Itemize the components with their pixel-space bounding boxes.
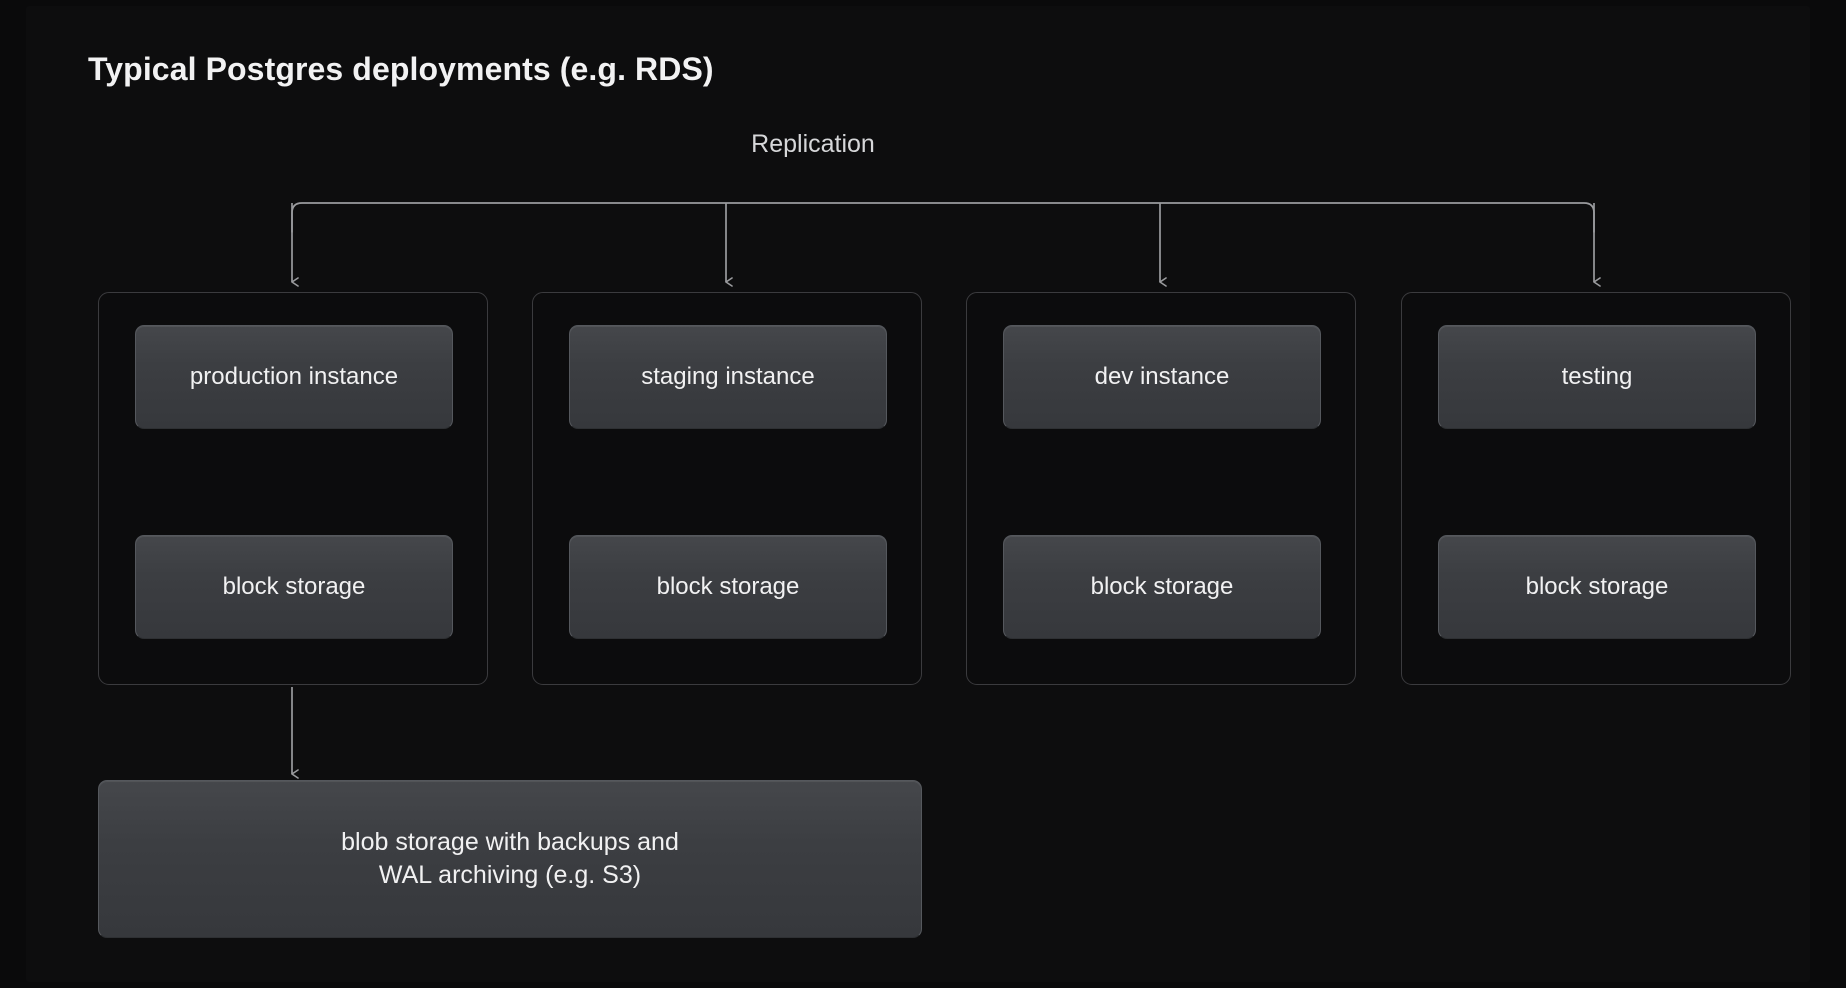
instance-node[interactable]: production instance	[135, 325, 453, 429]
deployment-group-dev[interactable]: dev instance block storage	[966, 292, 1356, 685]
block-storage-node[interactable]: block storage	[569, 535, 887, 639]
instance-node[interactable]: testing	[1438, 325, 1756, 429]
replication-label: Replication	[26, 130, 1846, 159]
replication-label-text: Replication	[751, 130, 875, 158]
instance-node[interactable]: staging instance	[569, 325, 887, 429]
blob-storage-node[interactable]: blob storage with backups and WAL archiv…	[98, 780, 922, 938]
instance-node[interactable]: dev instance	[1003, 325, 1321, 429]
page-title: Typical Postgres deployments (e.g. RDS)	[88, 51, 714, 87]
blob-storage-line-1: blob storage with backups and	[341, 828, 679, 856]
deployment-group-staging[interactable]: staging instance block storage	[532, 292, 922, 685]
replication-bus	[291, 202, 1595, 233]
deployment-group-testing[interactable]: testing block storage	[1401, 292, 1791, 685]
block-storage-node[interactable]: block storage	[1438, 535, 1756, 639]
block-storage-node[interactable]: block storage	[1003, 535, 1321, 639]
deployment-group-production[interactable]: production instance block storage	[98, 292, 488, 685]
block-storage-node[interactable]: block storage	[135, 535, 453, 639]
blob-storage-line-2: WAL archiving (e.g. S3)	[378, 861, 642, 889]
diagram-card: Typical Postgres deployments (e.g. RDS) …	[26, 6, 1810, 982]
